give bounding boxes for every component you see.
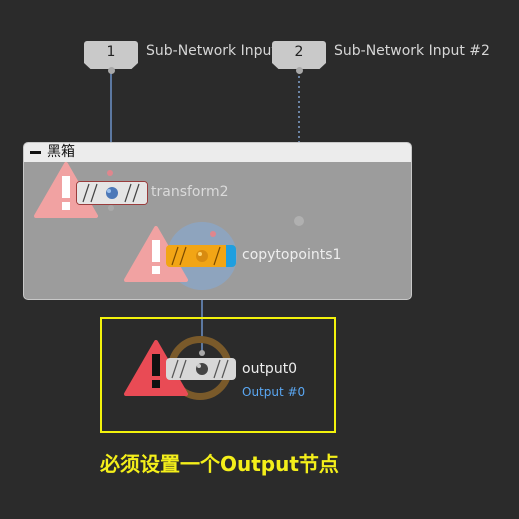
transform-node-name: transform2 <box>151 184 229 200</box>
network-box-header[interactable]: 黑箱 <box>24 143 411 162</box>
transform-node[interactable] <box>76 181 148 205</box>
subnet-input-1-tail <box>84 63 138 69</box>
output-node[interactable] <box>166 358 236 380</box>
subnet-input-1-label: Sub-Network Input #1 <box>146 43 302 59</box>
subnet-input-1-output-port[interactable] <box>108 67 115 74</box>
output-input-port[interactable] <box>199 350 205 356</box>
transform-output-port[interactable] <box>108 205 114 211</box>
copytopoints-input-port[interactable] <box>210 231 216 237</box>
subnet-input-1-number: 1 <box>106 44 116 60</box>
output-icon <box>196 363 208 375</box>
network-dot[interactable] <box>294 216 304 226</box>
subnet-input-2-output-port[interactable] <box>296 67 303 74</box>
copytopoints-node[interactable] <box>166 245 236 267</box>
annotation-caption: 必须设置一个Output节点 <box>100 452 339 476</box>
subnet-input-1[interactable]: 1 <box>84 41 138 63</box>
output-node-subtitle: Output #0 <box>242 385 306 399</box>
node-stripes <box>171 245 236 267</box>
node-stripes <box>171 359 229 379</box>
transform-input-port[interactable] <box>107 170 113 176</box>
subnet-input-2-label: Sub-Network Input #2 <box>334 43 490 59</box>
highlight-box <box>100 317 336 433</box>
transform-icon <box>106 187 118 199</box>
subnet-input-2-number: 2 <box>294 44 304 60</box>
subnet-input-2[interactable]: 2 <box>272 41 326 63</box>
output-node-name: output0 <box>242 361 298 377</box>
subnet-input-2-tail <box>272 63 326 69</box>
copytopoints-node-name: copytopoints1 <box>242 247 342 263</box>
copy-icon <box>196 250 208 262</box>
network-box-title: 黑箱 <box>47 144 75 160</box>
collapse-icon[interactable] <box>30 151 41 154</box>
